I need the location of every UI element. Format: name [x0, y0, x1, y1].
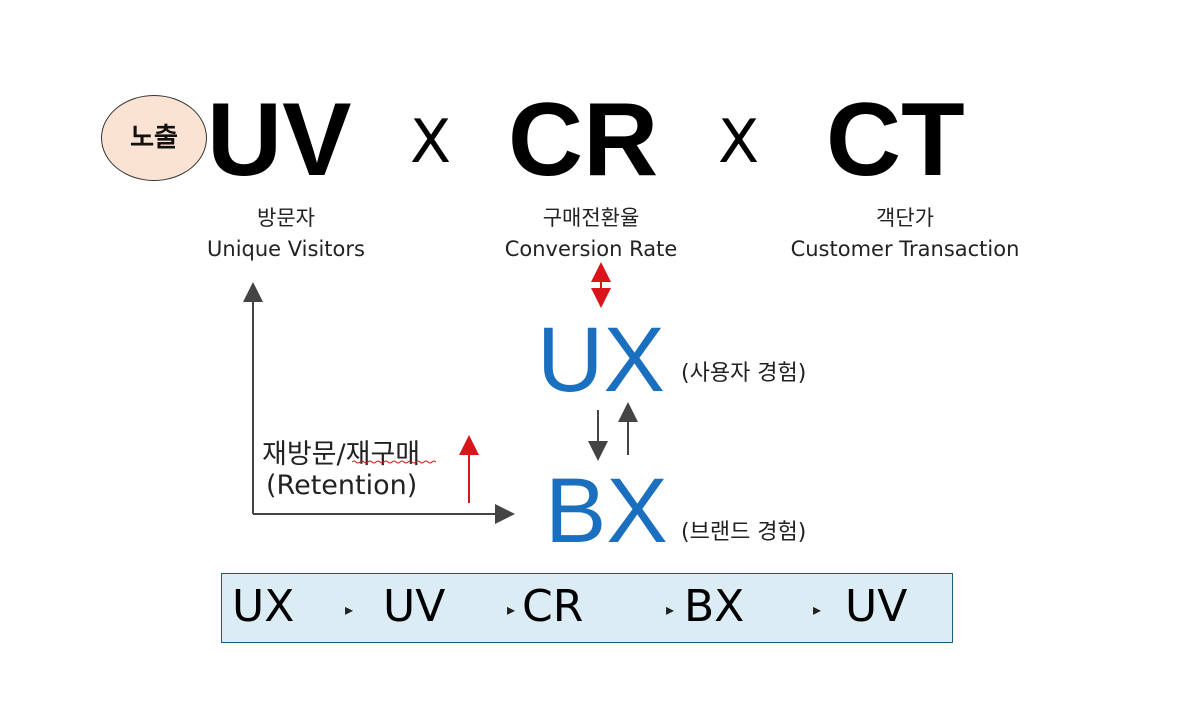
bx-note: (브랜드 경험): [681, 520, 807, 545]
flow-separator-1: ▸: [345, 600, 354, 619]
spellcheck-underline: [352, 460, 436, 464]
flow-step-bx: BX: [684, 581, 745, 632]
multiply-operator-1: X: [410, 107, 452, 177]
retention-english-label: (Retention): [266, 470, 418, 501]
exposure-badge-label: 노출: [130, 123, 178, 153]
flow-step-ux: UX: [232, 581, 295, 632]
flow-separator-2: ▸: [507, 600, 516, 619]
flow-box: [221, 573, 953, 643]
uv-english-label: Unique Visitors: [207, 237, 365, 261]
multiply-operator-2: X: [718, 107, 760, 177]
flow-step-uv-2: UV: [845, 581, 908, 632]
cr-term: CR: [508, 82, 659, 198]
cr-korean-label: 구매전환율: [542, 206, 640, 230]
uv-korean-label: 방문자: [257, 206, 315, 230]
bx-label: BX: [545, 460, 668, 562]
flow-step-uv: UV: [383, 581, 446, 632]
flow-step-cr: CR: [522, 581, 584, 632]
flow-separator-4: ▸: [813, 600, 822, 619]
ct-korean-label: 객단가: [876, 206, 934, 230]
ct-term: CT: [826, 82, 965, 198]
ux-note: (사용자 경험): [681, 361, 807, 386]
cr-english-label: Conversion Rate: [504, 237, 678, 261]
ct-english-label: Customer Transaction: [790, 237, 1020, 261]
exposure-badge-circle: [101, 95, 207, 181]
uv-term: UV: [207, 82, 352, 198]
retention-korean-label: 재방문/재구매: [262, 439, 421, 470]
ux-label: UX: [537, 309, 665, 411]
flow-separator-3: ▸: [666, 600, 675, 619]
